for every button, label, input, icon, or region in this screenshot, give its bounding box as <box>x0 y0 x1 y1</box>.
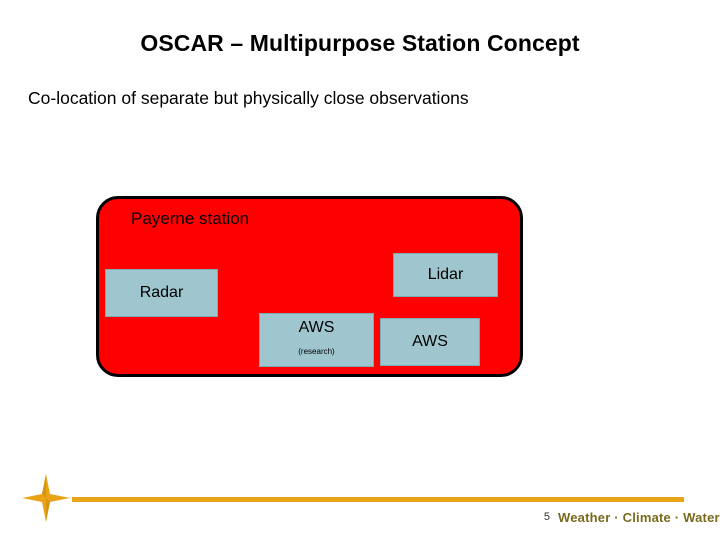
node-lidar-label: Lidar <box>427 266 464 283</box>
page-title: OSCAR – Multipurpose Station Concept <box>140 30 580 56</box>
compass-rose-icon <box>22 474 70 522</box>
node-aws-label: AWS <box>412 333 448 350</box>
node-radar: Radar <box>105 269 218 317</box>
node-aws-research-sublabel: (research) <box>298 347 335 356</box>
page-number: 5 <box>543 511 550 523</box>
node-aws: AWS <box>380 318 480 366</box>
node-aws-research: AWS (research) <box>259 313 374 367</box>
node-radar-label: Radar <box>139 284 184 301</box>
payerne-station-label: Payerne station <box>131 209 250 228</box>
node-aws-research-label: AWS <box>298 319 335 336</box>
footer-accent-bar <box>72 497 684 502</box>
slide-subtitle: Co-location of separate but physically c… <box>28 88 469 108</box>
brand-tagline: Weather · Climate · Water <box>558 510 720 525</box>
node-lidar: Lidar <box>393 253 498 297</box>
